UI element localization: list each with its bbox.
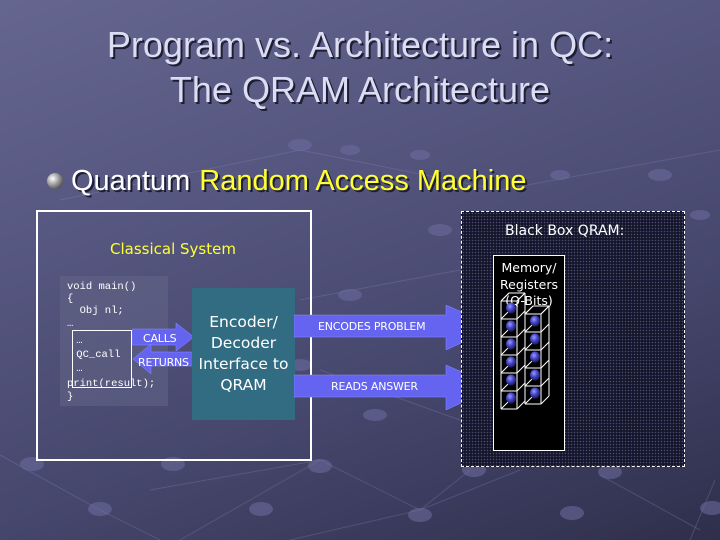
qubit-sphere	[530, 387, 540, 399]
code-line: Obj nl;	[67, 305, 124, 317]
cube-edge	[516, 382, 526, 392]
bullet-point: Quantum Random Access Machine	[47, 163, 527, 199]
encoder-label-line: Encoder/	[209, 313, 278, 331]
cube-edge	[524, 305, 534, 315]
returns-label: RETURNS	[138, 356, 189, 369]
qubit-sphere	[530, 315, 540, 327]
code-line: {	[67, 293, 74, 305]
register-column	[524, 305, 550, 405]
cube-edge	[500, 364, 510, 374]
code-line-qc-call: QC_call	[70, 349, 121, 361]
qubit-sphere	[530, 369, 540, 381]
black-box-title: Black Box QRAM:	[505, 223, 625, 239]
qc-call-highlight-box	[72, 330, 132, 388]
classical-system-title: Classical System	[110, 240, 236, 258]
memory-label-line: Memory/	[501, 260, 557, 275]
cube-edge	[524, 341, 534, 351]
cube-edge	[500, 346, 510, 356]
qubit-sphere	[506, 356, 516, 368]
cube-edge	[540, 377, 550, 387]
qubit-sphere	[506, 302, 516, 314]
bullet-lead-text: Quantum	[71, 164, 191, 197]
qubit-register-columns	[500, 292, 550, 410]
cube-edge	[516, 328, 526, 338]
cube-edge	[540, 395, 550, 405]
cube-edge	[500, 400, 510, 410]
encoder-label-line: Decoder	[210, 334, 277, 352]
memory-label-line: Registers	[500, 276, 558, 292]
reads-answer-label: READS ANSWER	[331, 380, 418, 393]
cube-edge	[500, 292, 510, 302]
code-line: }	[67, 391, 74, 403]
cube-edge	[540, 341, 550, 351]
qubit-sphere	[506, 374, 516, 386]
cube-edge	[524, 359, 534, 369]
memory-registers-label: Memory/ Registers (Q-Bits)	[493, 260, 565, 310]
cube-edge	[516, 346, 526, 356]
cube-edge	[500, 382, 510, 392]
qubit-sphere	[506, 392, 516, 404]
qubit-sphere	[530, 351, 540, 363]
encoder-label-line: QRAM	[220, 376, 267, 394]
cube-edge	[516, 292, 526, 302]
calls-arrow	[132, 323, 194, 351]
sphere-bullet-icon	[47, 173, 63, 189]
memory-registers-box	[493, 255, 565, 451]
slide-title-line-2: The QRAM Architecture	[169, 69, 551, 110]
code-line: void main()	[67, 281, 137, 293]
cube-edge	[540, 305, 550, 315]
encodes-problem-label: ENCODES PROBLEM	[318, 320, 426, 333]
cube-edge	[500, 328, 510, 338]
cube-edge	[540, 359, 550, 369]
code-line: …	[67, 318, 74, 330]
qubit-sphere	[530, 333, 540, 345]
qubit-sphere	[506, 320, 516, 332]
calls-label: CALLS	[143, 332, 177, 345]
cube-edge	[524, 377, 534, 387]
cube-edge	[516, 310, 526, 320]
cube-edge	[516, 400, 526, 410]
cube-edge	[500, 310, 510, 320]
encoder-label-line: Interface to	[198, 355, 289, 373]
code-line: …	[70, 335, 83, 347]
code-line: …	[70, 363, 83, 375]
cube-edge	[540, 323, 550, 333]
returns-arrow	[133, 344, 193, 374]
bullet-highlight-text: Random Access Machine	[199, 164, 527, 197]
slide-title-line-1: Program vs. Architecture in QC:	[106, 24, 614, 65]
cube-edge	[524, 395, 534, 405]
encoder-decoder-interface-box: Encoder/ Decoder Interface to QRAM	[192, 288, 295, 420]
cube-edge	[524, 323, 534, 333]
slide-title: Program vs. Architecture in QC: The QRAM…	[0, 22, 720, 112]
qubit-sphere	[506, 338, 516, 350]
cube-edge	[516, 364, 526, 374]
